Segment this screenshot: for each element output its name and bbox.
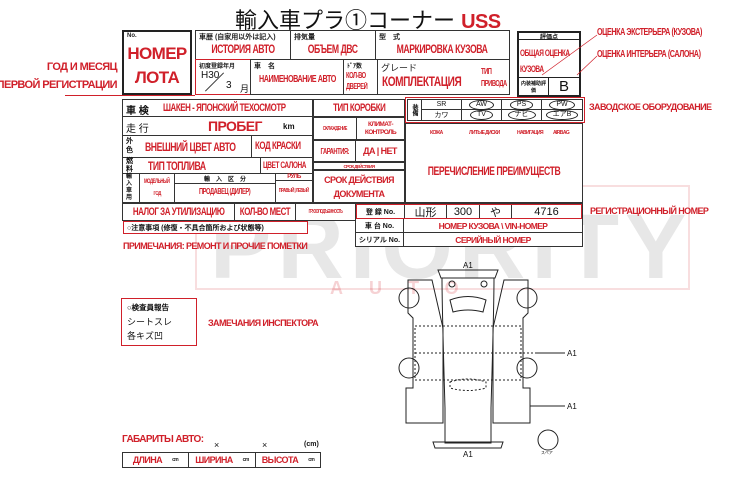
inspector-annotation: ЗАМЕЧАНИЯ ИНСПЕКТОРА	[208, 318, 319, 328]
registration-table: 登 録 No. 山形 300 や 4716 車 台 No. НОМЕР КУЗО…	[355, 203, 583, 247]
annotation-line	[65, 95, 195, 96]
damage-code-top: A1	[463, 261, 473, 270]
history-field: 車歴 (自家用以外は記入)ИСТОРИЯ АВТО	[195, 30, 291, 60]
annotation-lines	[541, 34, 598, 76]
damage-code-bottom: A1	[463, 450, 473, 459]
car-damage-diagram	[398, 269, 565, 451]
first-reg-field: 初度登録年月 H30 3 月	[195, 59, 251, 95]
interior-score: B	[558, 78, 569, 95]
inspector-report: ○検査員報告シートスレ各キズ凹	[121, 298, 197, 346]
equipment-box: 装備 SR AW PS PW カワ TV ナビ エアB	[405, 97, 585, 123]
interior-score-annotation: ОЦЕНКА ИНТЕРЬЕРА (САЛОНА)	[597, 49, 701, 60]
times-sign: ×	[262, 440, 268, 450]
dimensions-annotation: ГАБАРИТЫ АВТО:	[122, 434, 204, 445]
warranty-field: ГАРАНТИЯ: ДА | НЕТ	[313, 140, 405, 162]
equip-ps: PS	[509, 99, 534, 110]
damage-code-right1: A1	[567, 349, 577, 358]
equip-sr: SR	[422, 100, 462, 109]
factory-equipment-annotation: ЗАВОДСКОЕ ОБОРУДОВАНИЕ	[589, 102, 712, 112]
advantages-box: КОЖА ЛИТЫЕ ДИСКИ НАВИГАЦИЯ AIRBAG ПЕРЕЧИ…	[405, 123, 583, 203]
recycle-row: НАЛОГ ЗА УТИЛИЗАЦИЮ КОЛ-ВО МЕСТ ГРУЗОПОД…	[122, 203, 356, 221]
damage-code-right2: A1	[567, 402, 577, 411]
lot-no-label: No.	[127, 33, 137, 39]
mileage-value: ПРОБЕГ	[208, 118, 262, 134]
climate-field: ОХЛАЖДЕНИЕ КЛИМАТ-КОНТРОЛЬ	[313, 117, 405, 140]
transmission-field: ТИП КОРОБКИ	[313, 99, 405, 117]
auction-name: USS	[461, 11, 501, 33]
equip-airbag: エアB	[545, 110, 579, 120]
unit-label: (cm)	[304, 441, 319, 448]
equip-leather: カワ	[422, 110, 462, 120]
reg-number-annotation: РЕГИСТРАЦИОННЫЙ НОМЕР	[590, 206, 709, 216]
validity-small: СРОК ДЕЙСТВИЯ	[313, 162, 405, 170]
notes-jp: ○注意事項 (修復・不具合箇所および状態等)	[123, 221, 308, 234]
sheet-title: 輸入車プラ①コーナー USS	[235, 8, 501, 33]
times-sign: ×	[214, 440, 220, 450]
exterior-score-annotation: ОЦЕНКА ЭКСТЕРЬЕРА (КУЗОВА)	[597, 27, 702, 38]
equip-pw: PW	[549, 99, 575, 110]
watermark-sub: AUTO	[330, 278, 485, 298]
equip-aw: AW	[468, 99, 495, 110]
equip-tv: TV	[470, 110, 493, 120]
spare-label: スペア	[541, 450, 553, 455]
equip-navi: ナビ	[507, 110, 536, 120]
notes-annotation: ПРИМЕЧАНИЯ: РЕМОНТ И ПРОЧИЕ ПОМЕТКИ	[123, 241, 308, 251]
